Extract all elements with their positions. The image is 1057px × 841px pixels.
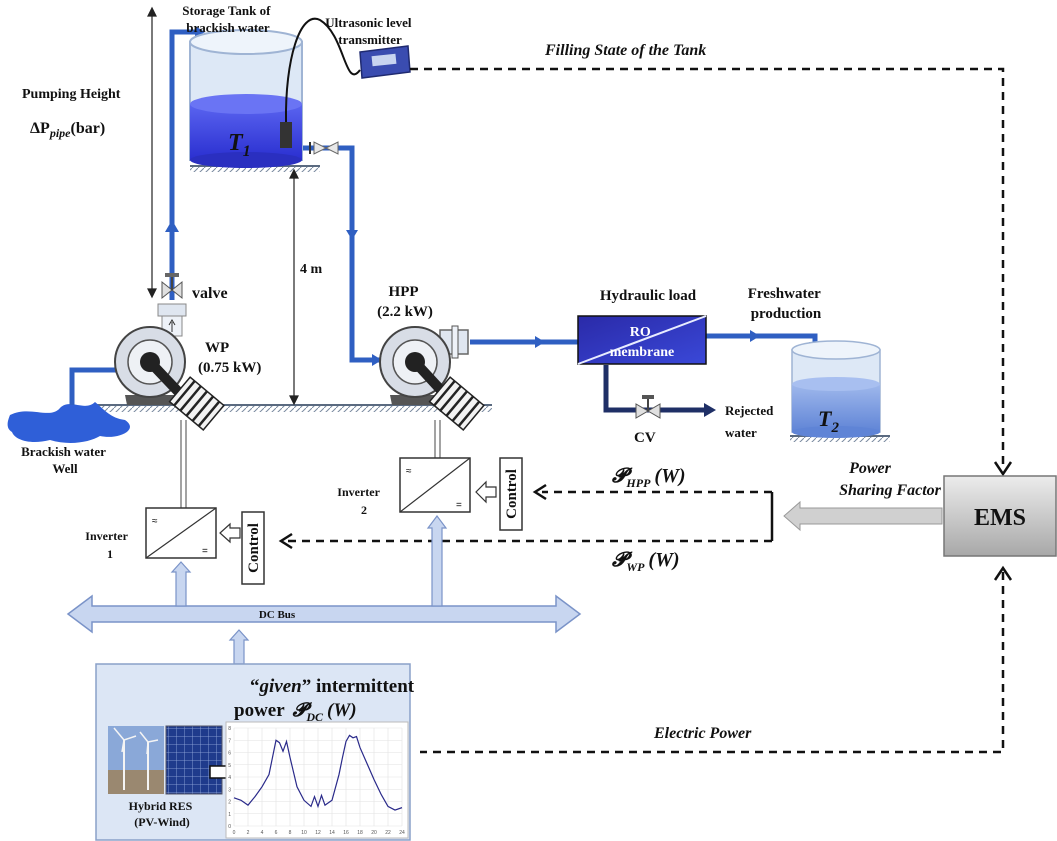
- level-sensor: [280, 122, 292, 148]
- electric-power-label: Electric Power: [653, 725, 752, 742]
- chart-x-tick-label: 18: [357, 830, 363, 836]
- dc-bus-label: DC Bus: [259, 609, 296, 621]
- tank-t2: [791, 340, 881, 438]
- inverter-2-dc-mark: =: [456, 500, 462, 511]
- chart-x-tick-label: 4: [261, 830, 264, 836]
- inverter-1-label: Inverter 1: [85, 529, 130, 561]
- tank-t1: [189, 29, 303, 168]
- chart-x-tick-label: 22: [385, 830, 391, 836]
- inverter-1-ac-mark: ≈: [152, 516, 158, 527]
- ems-box: [943, 475, 1057, 557]
- chart-y-tick-label: 7: [228, 738, 231, 744]
- t2-label: T2: [818, 406, 839, 436]
- chart-y-tick-label: 0: [228, 824, 231, 830]
- well-label: Brackish water Well: [21, 444, 109, 476]
- control-2-arrow: [475, 480, 497, 504]
- rejected-label: Rejected water: [725, 403, 777, 440]
- hybrid-res-label: Hybrid RES (PV-Wind): [129, 799, 196, 829]
- delta-p-label: ΔPpipe(bar): [30, 120, 105, 140]
- wp-pump: [114, 326, 225, 431]
- p-wp-label: 𝓟WP(W): [612, 549, 680, 574]
- chart-series-line: [233, 734, 403, 811]
- chart-x-tick-label: 6: [275, 830, 278, 836]
- valve-label: valve: [192, 285, 228, 302]
- freshwater-label: Freshwater production: [748, 286, 825, 322]
- hydraulic-load-label: Hydraulic load: [600, 288, 697, 304]
- pumping-height-label: Pumping Height: [22, 87, 121, 102]
- rejected-pipe: [603, 365, 716, 417]
- given-label: “given” intermittent: [250, 676, 415, 697]
- inverter-2: [399, 457, 471, 513]
- ultrasonic-transmitter: [359, 45, 411, 79]
- wp-label: WP (0.75 kW): [198, 340, 261, 376]
- ems-label: EMS: [974, 505, 1026, 531]
- chart-x-tick-label: 8: [289, 830, 292, 836]
- chart-x-tick-label: 20: [371, 830, 377, 836]
- chart-x-tick-label: 0: [233, 830, 236, 836]
- signal-arrowheads: [278, 461, 1013, 581]
- cv-label: CV: [634, 430, 656, 446]
- sensor-cable: [284, 17, 361, 123]
- chart-x-tick-label: 14: [329, 830, 335, 836]
- power-cables: [180, 420, 441, 508]
- four-m-label: 4 m: [300, 262, 323, 277]
- control-box-2: [499, 457, 523, 531]
- tank-outlet-valve: [309, 141, 339, 155]
- sharing-arrow: [783, 500, 943, 532]
- ultrasonic-label: Ultrasonic level transmitter: [325, 15, 415, 47]
- t1-label: T1: [228, 130, 251, 160]
- chart-x-tick-label: 10: [301, 830, 307, 836]
- chart-y-tick-label: 2: [228, 800, 231, 806]
- chart-x-tick-label: 16: [343, 830, 349, 836]
- inverter-1: [145, 507, 217, 559]
- chart-y-tick-label: 5: [228, 763, 231, 769]
- chart-y-tick-label: 3: [228, 787, 231, 793]
- control-1-arrow: [219, 522, 241, 544]
- chart-x-tick-label: 12: [315, 830, 321, 836]
- pumping-height-arrow: [147, 6, 157, 299]
- control-box-1: [241, 511, 265, 585]
- pv-panel-image: [165, 725, 223, 795]
- dc-bus: [66, 515, 582, 665]
- wind-turbine-image: [108, 726, 164, 794]
- signal-lines: [288, 67, 1005, 754]
- chart-y-tick-label: 4: [228, 775, 231, 781]
- ro-membrane: [577, 315, 707, 365]
- inverter-1-dc-mark: =: [202, 546, 208, 557]
- chart-y-tick-label: 8: [228, 726, 231, 732]
- inverter-2-label: Inverter 2: [337, 485, 382, 517]
- four-m-arrow: [289, 168, 299, 406]
- chart-x-tick-label: 2: [247, 830, 250, 836]
- storage-tank-label: Storage Tank of brackish water: [182, 3, 273, 35]
- cv-valve: [635, 395, 661, 419]
- hpp-label: HPP (2.2 kW): [377, 284, 433, 320]
- control-2-label: Control: [504, 469, 520, 519]
- chart-y-tick-label: 6: [228, 751, 231, 757]
- control-1-label: Control: [246, 523, 262, 573]
- p-hpp-label: 𝓟HPP(W): [612, 465, 686, 490]
- power-sharing-label: Power Sharing Factor: [839, 460, 942, 499]
- chart-x-tick-label: 24: [399, 830, 405, 836]
- filling-state-label: Filling State of the Tank: [544, 42, 706, 59]
- wp-valve: [157, 273, 187, 337]
- ro-label: RO membrane: [610, 325, 675, 360]
- well-water: [7, 402, 130, 443]
- chart-y-tick-label: 1: [228, 812, 231, 818]
- hpp-pump: [379, 325, 485, 431]
- inverter-2-ac-mark: ≈: [406, 466, 412, 477]
